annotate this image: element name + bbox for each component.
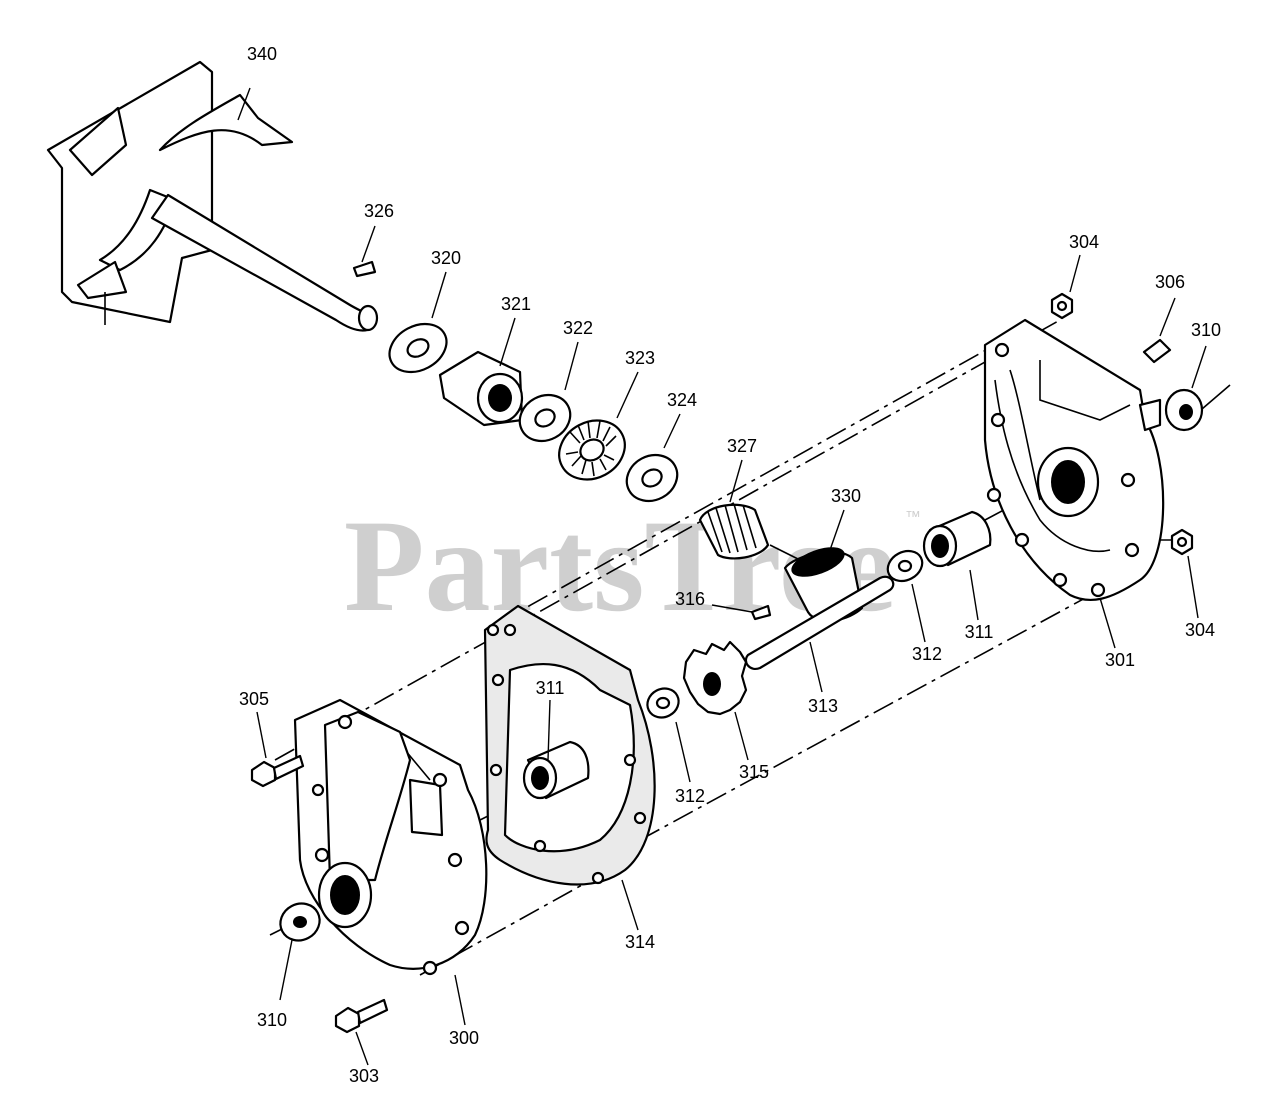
label-311-upper: 311 [965,622,994,642]
label-311-lower: 311 [536,678,565,698]
watermark-trademark: ™ [905,509,921,526]
housing-300 [293,698,488,976]
seal-310-right [1164,388,1204,432]
key-316 [750,604,772,621]
label-312-lower: 312 [675,786,705,806]
washer-324 [625,453,679,503]
bolt-305 [250,754,305,788]
key-326 [352,260,377,278]
washer-312-upper [886,549,924,583]
seal-310-left [279,902,321,942]
label-310-left: 310 [257,1010,287,1030]
label-320: 320 [431,248,461,268]
bushing-311-upper [922,510,992,568]
auger-impeller-340 [46,60,379,332]
washer-312-lower [646,687,680,719]
label-313: 313 [808,696,838,716]
bearing-housing-321 [438,350,524,427]
label-321: 321 [501,294,531,314]
label-304-upper: 304 [1069,232,1099,252]
part-labels: 340 326 320 321 322 323 324 327 330 304 … [239,44,1221,1086]
label-340: 340 [247,44,277,64]
leader-lines [237,87,1207,1066]
housing-301 [983,318,1165,602]
label-330: 330 [831,486,861,506]
worm-gear-327 [698,503,801,561]
label-316: 316 [675,589,705,609]
label-315: 315 [739,762,769,782]
nut-304-upper [1050,292,1074,320]
label-326: 326 [364,201,394,221]
label-300: 300 [449,1028,479,1048]
label-314: 314 [625,932,655,952]
label-305: 305 [239,689,269,709]
nut-304-lower [1170,528,1194,556]
set-screw-306 [1142,338,1172,364]
label-306: 306 [1155,272,1185,292]
bushing-311-lower [522,740,590,800]
label-322: 322 [563,318,593,338]
label-303: 303 [349,1066,379,1086]
washer-322 [518,393,572,443]
label-312-upper: 312 [912,644,942,664]
thrust-bearing-323 [558,419,626,481]
bolt-303 [334,998,389,1034]
label-327: 327 [727,436,757,456]
label-304-lower: 304 [1185,620,1215,640]
spur-gear-315 [682,640,748,716]
washer-320 [388,322,448,374]
label-323: 323 [625,348,655,368]
label-301: 301 [1105,650,1135,670]
label-324: 324 [667,390,697,410]
label-310-right: 310 [1191,320,1221,340]
assembly-axis-lines [269,319,1231,976]
